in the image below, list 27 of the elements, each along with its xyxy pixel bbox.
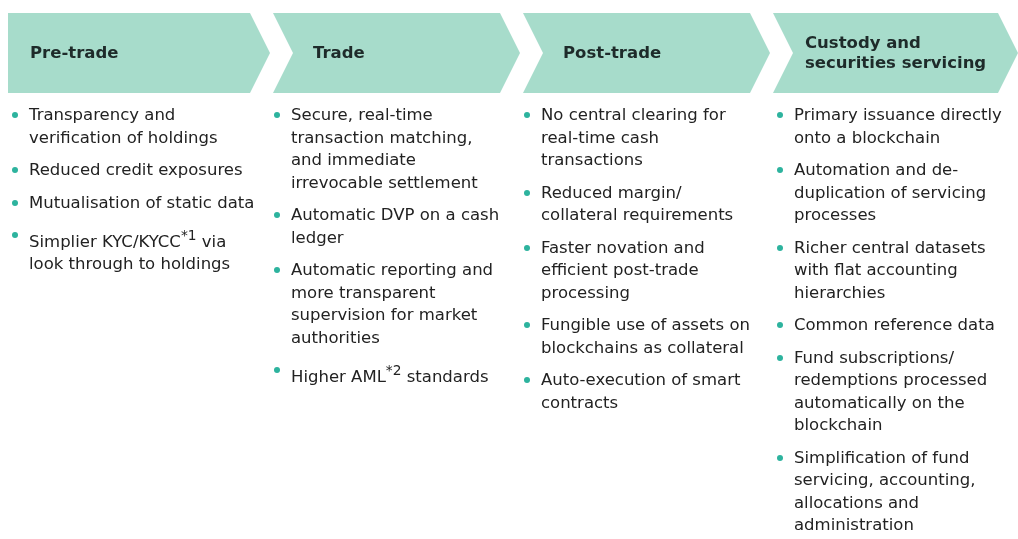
stage-header [8,13,270,93]
bullet-text: Fungible use of assets on blockchains as collateral [541,314,751,359]
bullet-text: Common reference data [794,314,996,336]
bullet-text: Reduced margin/ collateral requirements [541,181,735,226]
bullet-text: Secure, real-time transaction matching, and immediate irrevocable settlement [291,104,479,194]
bullet-text: Transparency and verification of holdings [29,104,219,149]
stage-title: Custody and securities servicing [805,33,988,73]
stage-header [523,13,770,93]
stage-title: Trade [313,43,366,63]
bullet-text: Auto-execution of smart contracts [541,369,742,414]
stage-header [273,13,520,93]
bullet-text: Automatic DVP on a cash ledger [291,204,501,249]
bullet-text: Fund subscriptions/ redemptions processed automatically on the blockchain [794,346,989,436]
bullet-text: Automatic reporting and more transparent supervision for market authorities [291,259,495,349]
bullet-text: Reduced credit exposures [29,159,244,181]
bullet-text: Higher AML$^{*2}$ standards [291,361,490,388]
bullet-text: Simplification of fund servicing, accounting, allocations and administration [794,446,977,536]
bullet-text: Primary issuance directly onto a blockchain [794,104,1003,149]
stage-title: Pre-trade [30,43,120,63]
stage-title: Post-trade [563,43,663,63]
bullet-text: Automation and de-duplication of servicing processes [794,159,988,226]
bullet-text: No central clearing for real-time cash transactions [541,104,727,171]
bullet-text: Faster novation and efficient post-trade processing [541,236,706,304]
stage-header [773,13,1018,93]
bullet-text: Mutualisation of static data [29,191,256,214]
bullet-text: Simplier KYC/KYCC$^{*1}$ via look through to holdings [29,226,232,275]
bullet-text: Richer central datasets with flat accounting hierarchies [794,236,987,304]
